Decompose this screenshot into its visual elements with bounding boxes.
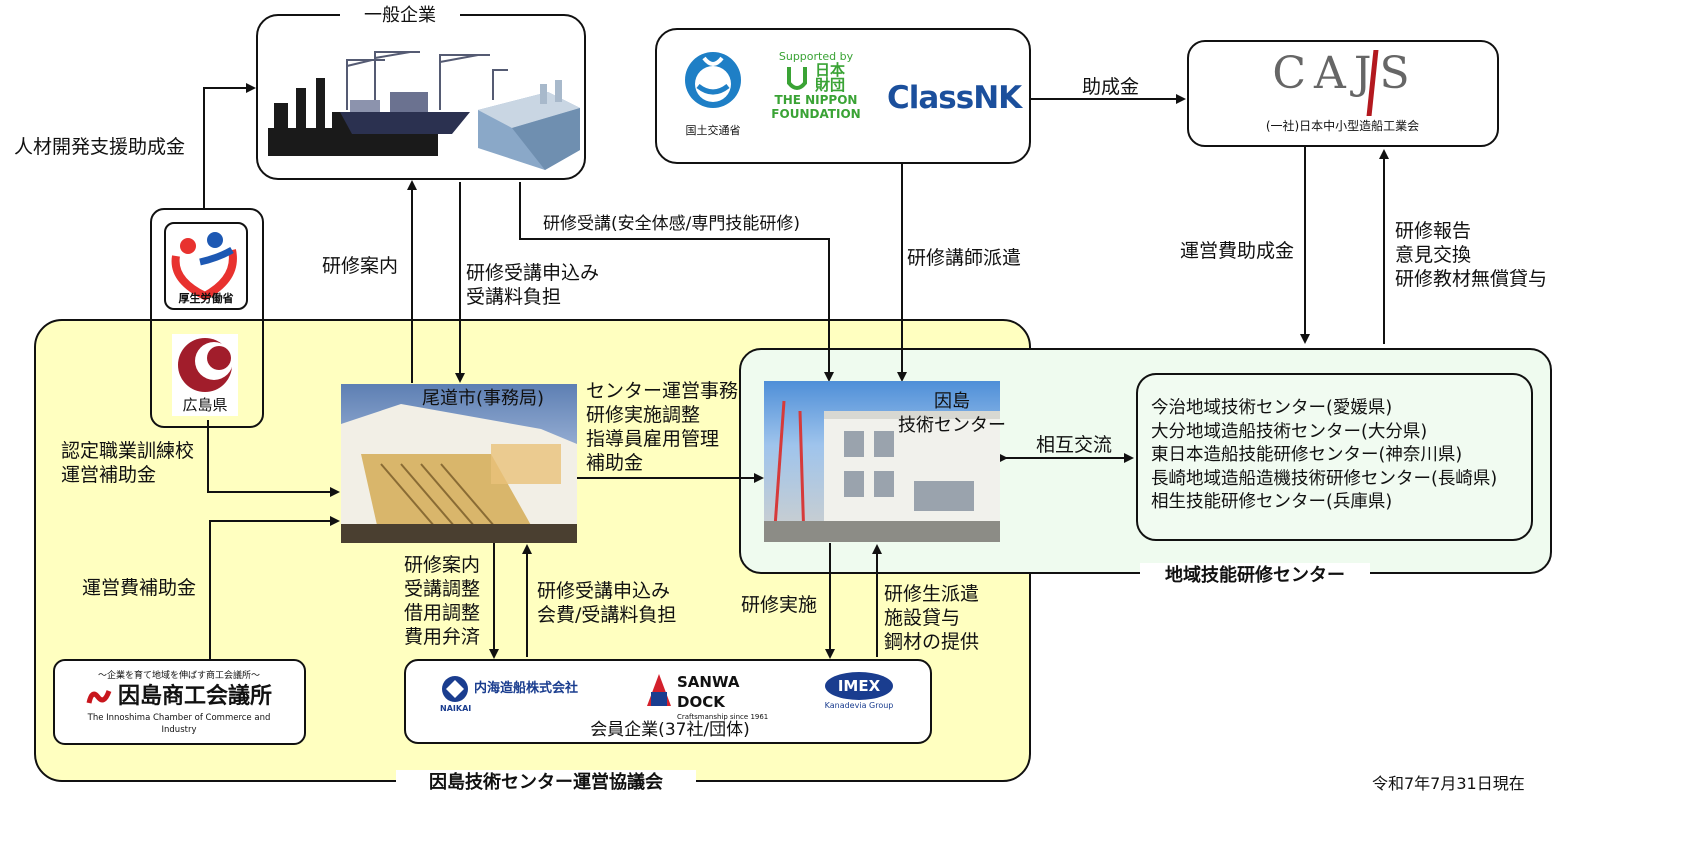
arrow-hr-grant bbox=[203, 83, 256, 208]
label-center-ops-3: 指導員雇用管理 bbox=[586, 428, 720, 450]
chamber-logo: ～企業を育て地域を伸ばす商工会議所～ 因島商工会議所 The Innoshima… bbox=[76, 670, 282, 736]
label-dispatch-2: 施設貸与 bbox=[884, 607, 961, 629]
arrow-op-subsidy bbox=[209, 516, 340, 659]
label-city-to-members-4: 費用弁済 bbox=[404, 626, 481, 648]
label-members-to-city-1: 研修受講申込み bbox=[537, 580, 671, 602]
arrow-attendance bbox=[519, 182, 834, 382]
label-center-ops-2: 研修実施調整 bbox=[586, 404, 701, 426]
innoshima-building-illustration bbox=[764, 400, 1000, 542]
date-label: 令和7年7月31日現在 bbox=[1372, 774, 1525, 793]
label-report-1: 研修報告 bbox=[1395, 220, 1472, 242]
members-label: 会員企業(37社/団体) bbox=[590, 720, 750, 740]
innoshima-label-1: 因島 bbox=[934, 391, 970, 412]
onomichi-label: 尾道市(事務局) bbox=[422, 388, 545, 409]
naikai-name: 内海造船株式会社 bbox=[474, 681, 579, 696]
nippon-mark-icon bbox=[787, 67, 807, 90]
label-op-subsidy: 運営費補助金 bbox=[82, 577, 197, 599]
sponsors-box bbox=[655, 28, 1031, 164]
label-exchange: 相互交流 bbox=[1036, 434, 1113, 456]
onomichi-office-photo bbox=[341, 384, 577, 543]
nippon-supported: Supported by bbox=[778, 50, 854, 63]
innoshima-center-photo bbox=[764, 381, 1000, 542]
onomichi-building-illustration bbox=[341, 404, 577, 543]
nippon-jp: 日本財団 bbox=[814, 61, 845, 94]
regional-center-item: 今治地域技術センター(愛媛県) bbox=[1151, 398, 1393, 418]
naikai-logo: 内海造船株式会社 NAIKAI bbox=[440, 674, 600, 714]
innoshima-label-2: 技術センター bbox=[898, 415, 1006, 436]
general-companies-title: 一般企業 bbox=[340, 3, 460, 28]
mlit-emblem-icon bbox=[685, 52, 741, 108]
imex-name: IMEX bbox=[825, 672, 893, 700]
label-certified-1: 認定職業訓練校 bbox=[61, 440, 195, 462]
label-subsidy: 助成金 bbox=[1082, 76, 1140, 98]
naikai-emblem-icon bbox=[442, 676, 468, 702]
hiroshima-name: 広島県 bbox=[182, 396, 228, 414]
label-operating-grant: 運営費助成金 bbox=[1180, 240, 1295, 262]
regional-centers-group-label: 地域技能研修センター bbox=[1140, 563, 1370, 588]
regional-center-item: 長崎地域造船造機技術研修センター(長崎県) bbox=[1151, 468, 1498, 489]
label-city-to-members-3: 借用調整 bbox=[404, 602, 481, 624]
label-report-2: 意見交換 bbox=[1395, 244, 1472, 266]
regional-center-item: 東日本造船技能研修センター(神奈川県) bbox=[1151, 445, 1463, 465]
label-attendance: 研修受講(安全体感/専門技能研修) bbox=[543, 214, 800, 234]
label-report-3: 研修教材無償貸与 bbox=[1395, 268, 1548, 290]
label-certified-2: 運営補助金 bbox=[61, 464, 157, 486]
cajs-box bbox=[1187, 40, 1499, 147]
sanwa-sub: Craftsmanship since 1961 bbox=[677, 713, 769, 721]
sanwa-emblem-icon bbox=[647, 674, 671, 706]
mlit-name: 国土交通省 bbox=[685, 124, 741, 137]
naikai-en: NAIKAI bbox=[440, 704, 472, 713]
gov-column-box bbox=[150, 208, 264, 428]
imex-logo: IMEX Kanadevia Group bbox=[822, 672, 896, 718]
sanwa-name: SANWA DOCK bbox=[677, 673, 740, 711]
sanwa-logo: SANWA DOCK Craftsmanship since 1961 bbox=[645, 672, 780, 721]
label-hr-grant: 人材開発支援助成金 bbox=[14, 136, 186, 158]
cajs-name: (一社)日本中小型造船工業会 bbox=[1265, 119, 1420, 133]
mhlw-name: 厚生労働省 bbox=[178, 292, 234, 305]
label-training-guide: 研修案内 bbox=[322, 255, 399, 277]
label-center-ops-4: 補助金 bbox=[586, 452, 644, 474]
label-application-1: 研修受講申込み bbox=[466, 262, 600, 284]
classnk-logo: ClassNK bbox=[887, 80, 1022, 116]
regional-center-item: 大分地域造船技術センター(大分県) bbox=[1151, 421, 1428, 442]
label-application-2: 受講料負担 bbox=[466, 286, 562, 308]
label-dispatch-1: 研修生派遣 bbox=[884, 583, 980, 605]
chamber-box bbox=[53, 659, 306, 745]
mlit-logo: 国土交通省 bbox=[678, 48, 748, 140]
nippon-en1: THE NIPPON bbox=[774, 93, 858, 107]
label-instructor: 研修講師派遣 bbox=[907, 247, 1022, 269]
nippon-foundation-logo: Supported by 日本財団 THE NIPPON FOUNDATION bbox=[768, 50, 864, 142]
label-city-to-members-1: 研修案内 bbox=[404, 554, 481, 576]
chamber-tagline: ～企業を育て地域を伸ばす商工会議所～ bbox=[97, 671, 260, 681]
regional-center-item: 相生技能研修センター(兵庫県) bbox=[1151, 492, 1393, 512]
nippon-en2: FOUNDATION bbox=[771, 107, 861, 121]
label-city-to-members-2: 受講調整 bbox=[404, 578, 481, 600]
regional-centers-list: 今治地域技術センター(愛媛県) 大分地域造船技術センター(大分県) 東日本造船技… bbox=[1151, 397, 1531, 515]
chamber-name: 因島商工会議所 bbox=[117, 684, 272, 709]
label-members-to-city-2: 会費/受講料負担 bbox=[537, 604, 677, 626]
chamber-english: The Innoshima Chamber of Commerce and In… bbox=[87, 713, 271, 735]
council-label: 因島技術センター運営協議会 bbox=[396, 770, 696, 795]
label-center-ops-1: センター運営事務 bbox=[586, 380, 739, 402]
label-dispatch-3: 鋼材の提供 bbox=[884, 631, 980, 653]
general-companies-box bbox=[256, 14, 586, 180]
imex-sub: Kanadevia Group bbox=[824, 701, 894, 710]
arrow-certified bbox=[207, 420, 340, 497]
label-implementation: 研修実施 bbox=[741, 594, 818, 616]
regional-centers-box bbox=[1136, 373, 1533, 541]
chamber-emblem-icon bbox=[86, 690, 112, 704]
cajs-logo: CAJS bbox=[1272, 48, 1418, 99]
